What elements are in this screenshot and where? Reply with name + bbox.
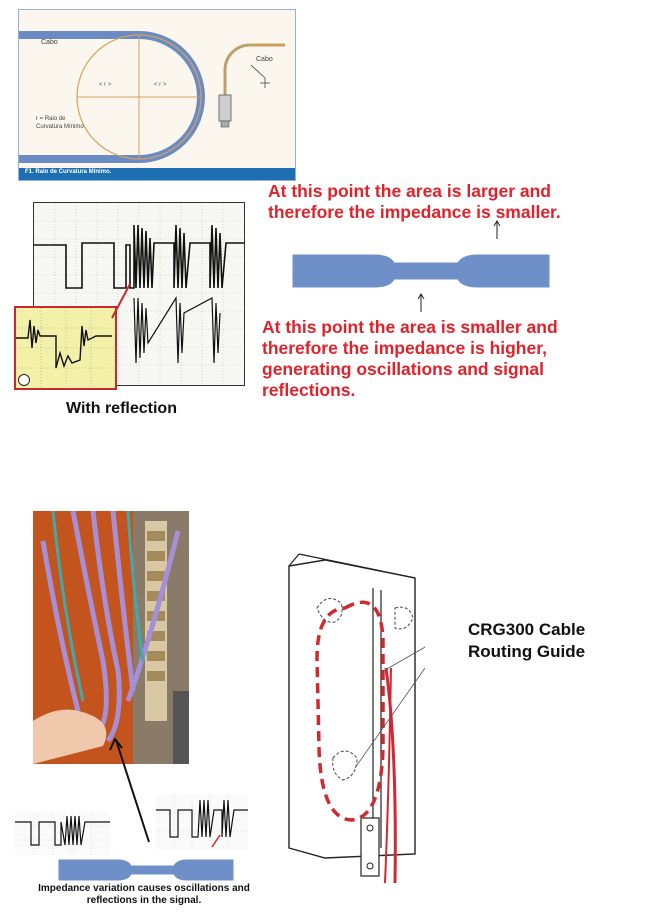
curvature-figure: Cabo Cabo < r > < r > r = Raio de Curvat… — [18, 9, 296, 181]
up-arrow-top — [493, 220, 501, 239]
scope-trace — [34, 203, 244, 385]
zoomed-ringing — [16, 319, 112, 369]
impedance-variation-caption: Impedance variation causes oscillations … — [38, 883, 250, 906]
zoom-icon — [18, 374, 30, 386]
impedance-cable-shape — [292, 254, 550, 288]
with-reflection-caption: With reflection — [66, 400, 177, 417]
radius-legend-line2: Curvatura Mínimo — [36, 124, 84, 130]
radius-legend-line1: r = Raio de — [36, 116, 66, 122]
smaller-area-note: At this point the area is smaller and th… — [262, 317, 558, 400]
larger-area-note: At this point the area is larger and the… — [268, 181, 561, 222]
cable-label-right: Cabo — [256, 56, 273, 63]
zoom-pointer-line — [111, 283, 131, 319]
photo-pointer-arrow — [109, 738, 150, 843]
crg300-drawing — [285, 548, 456, 888]
cable-label-left: Cabo — [41, 39, 58, 46]
radius-label-left: < r > — [99, 82, 112, 88]
small-scope-right — [156, 795, 248, 850]
square-wave-with-ringing — [34, 224, 244, 289]
curvature-caption: F1. Raio de Curvatura Mínimo. — [25, 169, 112, 175]
radius-label-right: < r > — [154, 82, 167, 88]
reflection-spikes — [133, 295, 221, 364]
curvature-diagram — [19, 31, 295, 180]
cable-photo — [33, 511, 189, 764]
scope-zoom-inset — [14, 306, 117, 390]
small-impedance-cable-shape — [58, 859, 234, 881]
connector-body — [218, 94, 232, 122]
small-scope-left — [15, 812, 110, 855]
up-arrow-bottom — [417, 293, 425, 312]
small-cable — [223, 43, 285, 95]
crg300-label: CRG300 Cable Routing Guide — [468, 620, 586, 661]
